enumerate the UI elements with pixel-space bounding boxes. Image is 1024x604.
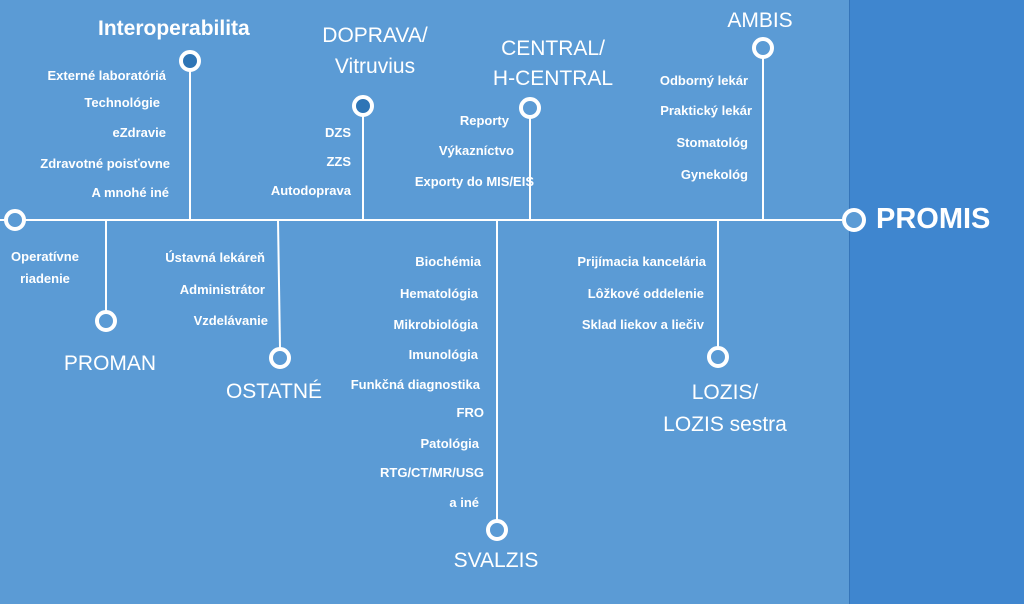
central-item: Exporty do MIS/EIS bbox=[414, 174, 534, 189]
central-node bbox=[519, 97, 541, 119]
central-item: Reporty bbox=[459, 113, 509, 128]
svalzis-item: Mikrobiológia bbox=[393, 317, 479, 332]
ostatne-item: Ústavná lekáreň bbox=[165, 250, 265, 265]
svalzis-item: Patológia bbox=[420, 436, 479, 451]
central-title-line2: H-CENTRAL bbox=[492, 67, 614, 90]
ambis-node bbox=[752, 37, 774, 59]
central-item: Výkazníctvo bbox=[438, 143, 514, 158]
doprava-item: DZS bbox=[325, 125, 351, 140]
promis-label: PROMIS bbox=[876, 203, 991, 235]
right-band bbox=[850, 0, 1024, 604]
ostatne-title: OSTATNÉ bbox=[225, 380, 323, 403]
proman-node bbox=[95, 310, 117, 332]
lozis-item: Lôžkové oddelenie bbox=[587, 286, 704, 301]
doprava-title-line1: DOPRAVA/ bbox=[322, 24, 428, 47]
interop-node bbox=[179, 50, 201, 72]
lozis-node bbox=[707, 346, 729, 368]
ambis-item: Stomatológ bbox=[676, 135, 749, 150]
left-edge-node bbox=[4, 209, 26, 231]
lozis-title-line1: LOZIS/ bbox=[691, 381, 759, 404]
proman-item: Operatívne bbox=[11, 249, 79, 264]
lozis-item: Sklad liekov a liečiv bbox=[581, 317, 704, 332]
lozis-title-line2: LOZIS sestra bbox=[663, 413, 787, 436]
svalzis-item: Biochémia bbox=[415, 254, 481, 269]
ambis-title: AMBIS bbox=[727, 9, 793, 32]
ambis-item: Praktický lekár bbox=[660, 103, 752, 118]
ambis-item: Gynekológ bbox=[680, 167, 748, 182]
ostatne-connector bbox=[277, 219, 281, 349]
doprava-title-line2: Vitruvius bbox=[334, 55, 416, 78]
interop-item: Externé laboratóriá bbox=[47, 68, 167, 83]
proman-title: PROMAN bbox=[63, 352, 157, 375]
svalzis-item: RTG/CT/MR/USG bbox=[380, 465, 484, 480]
svalzis-item: FRO bbox=[456, 405, 484, 420]
central-title-line1: CENTRAL/ bbox=[501, 37, 605, 60]
svalzis-node bbox=[486, 519, 508, 541]
svalzis-item: Imunológia bbox=[408, 347, 478, 362]
doprava-item: Autodoprava bbox=[270, 183, 351, 198]
interop-item: eZdravie bbox=[112, 125, 166, 140]
ostatne-item: Administrátor bbox=[179, 282, 265, 297]
interop-item: A mnohé iné bbox=[91, 185, 169, 200]
interop-item: Zdravotné poisťovne bbox=[40, 156, 170, 171]
svalzis-item: Hematológia bbox=[399, 286, 478, 301]
doprava-item: ZZS bbox=[326, 154, 351, 169]
svalzis-item: Funkčná diagnostika bbox=[350, 377, 480, 392]
svalzis-title: SVALZIS bbox=[453, 549, 539, 572]
ostatne-item: Vzdelávanie bbox=[193, 313, 268, 328]
svalzis-item: a iné bbox=[449, 495, 479, 510]
band-edge bbox=[849, 0, 850, 604]
lozis-item: Prijímacia kancelária bbox=[577, 254, 706, 269]
promis-node bbox=[842, 208, 866, 232]
interop-title: Interoperabilita bbox=[98, 17, 250, 40]
ambis-item: Odborný lekár bbox=[659, 73, 748, 88]
proman-item: riadenie bbox=[20, 271, 70, 286]
interop-item: Technológie bbox=[84, 95, 160, 110]
doprava-node bbox=[352, 95, 374, 117]
ostatne-node bbox=[269, 347, 291, 369]
